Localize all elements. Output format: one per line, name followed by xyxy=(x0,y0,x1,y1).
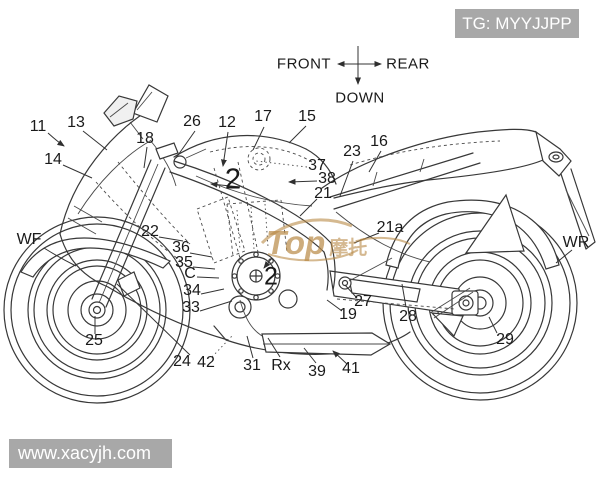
ref-label-24: 24 xyxy=(173,353,191,370)
ref-label-38: 38 xyxy=(318,170,336,187)
ref-label-35: 35 xyxy=(175,254,193,271)
ref-label-22: 22 xyxy=(141,223,159,240)
ref-label-13: 13 xyxy=(67,114,85,131)
front-direction-label: FRONT xyxy=(276,55,332,73)
ref-label-25: 25 xyxy=(85,332,103,349)
ref-label-27: 27 xyxy=(354,293,372,310)
ref-label-26: 26 xyxy=(183,113,201,130)
front-fender-fork xyxy=(20,159,172,308)
rear-bodywork xyxy=(329,193,560,338)
ref-label-18: 18 xyxy=(136,130,154,147)
website-watermark-badge: www.xacyjh.com xyxy=(9,439,172,468)
front-wheel xyxy=(3,216,191,404)
ref-label-2: 2 xyxy=(224,163,242,196)
ref-label-14: 14 xyxy=(44,151,62,168)
down-direction-label: DOWN xyxy=(335,89,385,107)
leader-lines xyxy=(43,125,573,365)
ref-label-11: 11 xyxy=(29,118,47,135)
ref-label-C: C xyxy=(184,265,196,282)
engine xyxy=(196,196,393,340)
ref-label-21: 21 xyxy=(314,185,332,202)
ref-label-39: 39 xyxy=(308,363,326,380)
ref-label-28: 28 xyxy=(399,308,417,325)
ref-label-41: 41 xyxy=(342,360,360,377)
ref-label-WF: WF xyxy=(16,231,42,248)
watermark-swoosh xyxy=(260,218,411,262)
ref-label-42: 42 xyxy=(197,354,215,371)
rear-direction-label: REAR xyxy=(386,55,430,73)
ref-label-2: 2 xyxy=(264,262,278,291)
exhaust-belly-pan xyxy=(213,325,411,356)
front-fairing xyxy=(59,84,229,341)
tail-licence-stalk xyxy=(535,130,596,250)
ref-label-WR: WR xyxy=(562,234,590,251)
ref-label-29: 29 xyxy=(496,331,514,348)
ref-label-36: 36 xyxy=(172,239,190,256)
ref-label-12: 12 xyxy=(218,114,236,131)
ref-label-16: 16 xyxy=(370,133,388,150)
ref-label-15: 15 xyxy=(298,108,316,125)
ref-label-19: 19 xyxy=(339,306,357,323)
ref-label-31: 31 xyxy=(243,357,261,374)
orientation-arrows xyxy=(337,46,382,85)
ref-label-34: 34 xyxy=(183,282,201,299)
ref-label-23: 23 xyxy=(343,143,361,160)
telegram-watermark-badge: TG: MYYJJPP xyxy=(455,9,579,38)
ref-label-Rx: Rx xyxy=(271,357,291,374)
ref-label-21a: 21a xyxy=(376,219,404,236)
ref-label-33: 33 xyxy=(182,299,200,316)
ref-label-17: 17 xyxy=(254,108,272,125)
ref-label-37: 37 xyxy=(308,157,326,174)
